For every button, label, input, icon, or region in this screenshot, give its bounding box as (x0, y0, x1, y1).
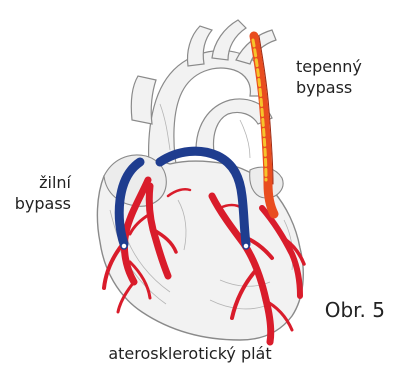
venous-bypass-label-line1: žilní (15, 172, 71, 193)
anastomosis-right (243, 243, 249, 249)
anastomosis-left (121, 243, 127, 249)
plaque-label: aterosklerotický plát (0, 343, 380, 364)
arterial-bypass-label: tepenný bypass (296, 56, 362, 98)
venous-bypass-label: žilní bypass (15, 172, 71, 214)
arterial-bypass-label-line2: bypass (296, 77, 362, 98)
arterial-bypass-label-line1: tepenný (296, 56, 362, 77)
figure-number: Obr. 5 (325, 298, 385, 322)
venous-bypass-label-line2: bypass (15, 193, 71, 214)
